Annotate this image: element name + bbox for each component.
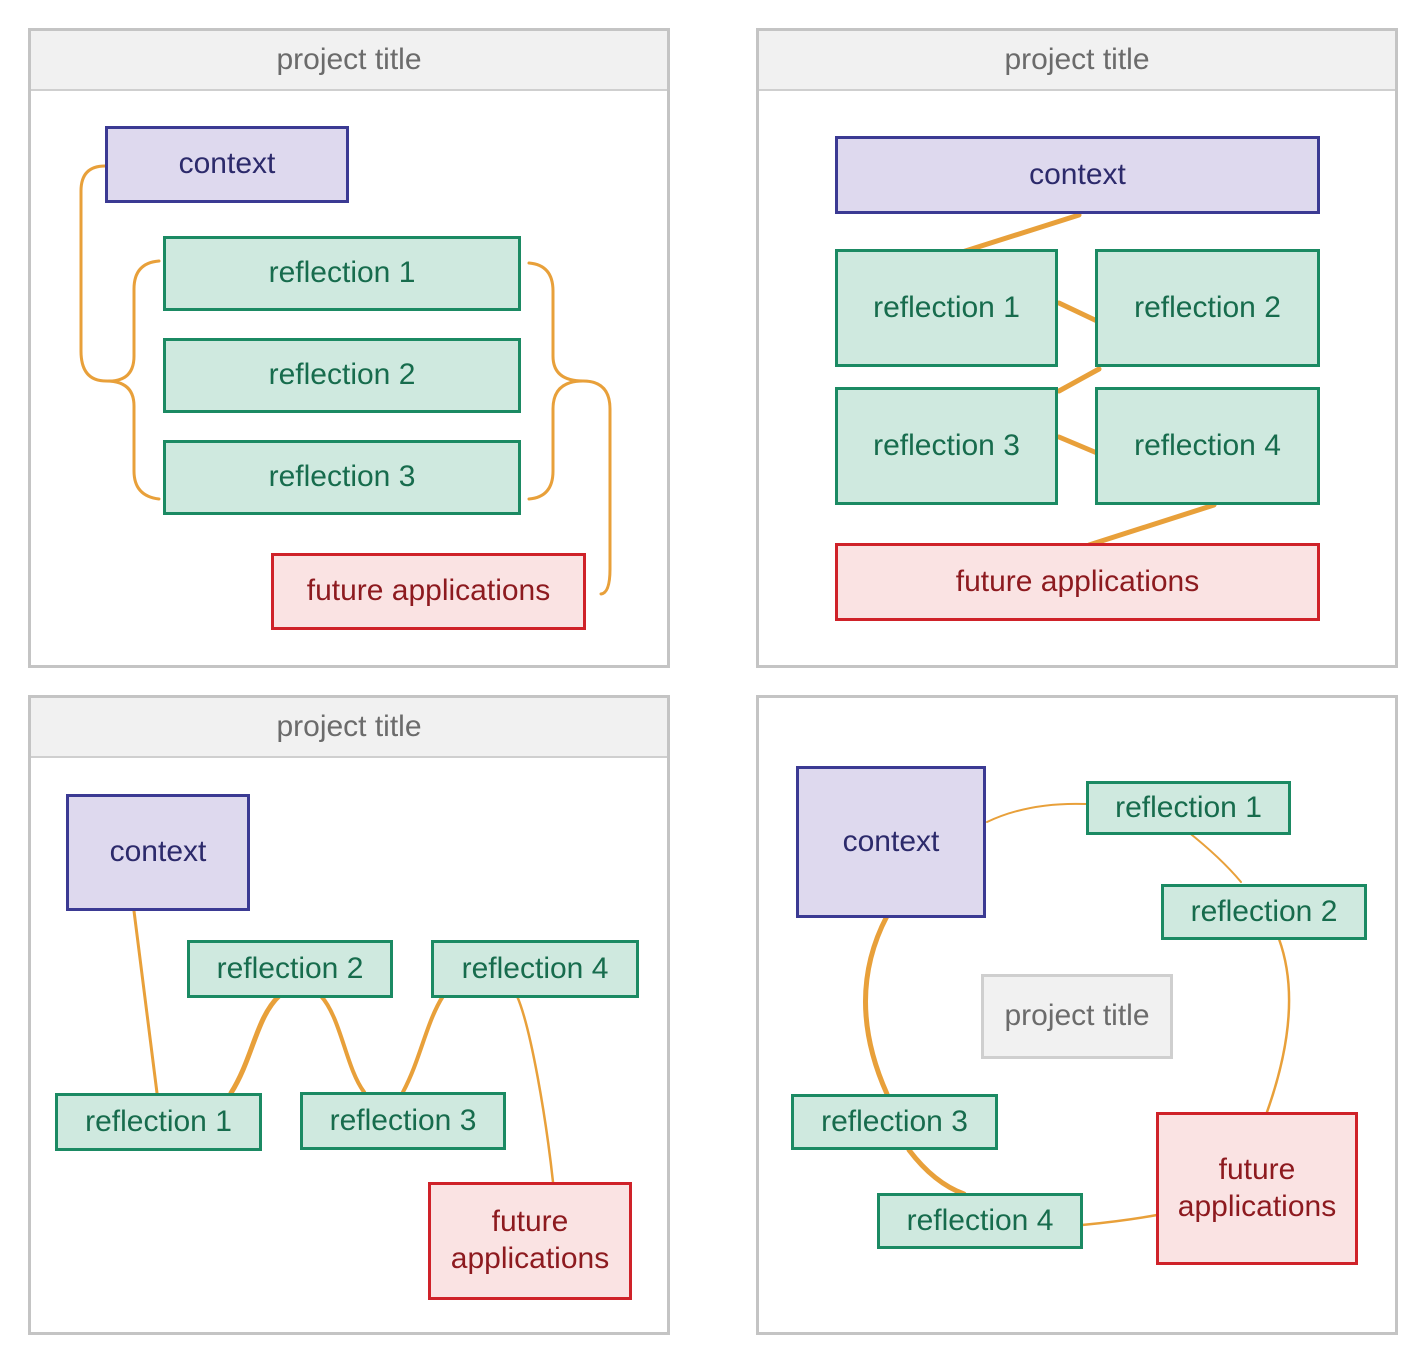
context-box: context	[105, 126, 349, 203]
connector-reflection2-future	[1265, 937, 1291, 1114]
panel-chain-layout: project title context reflection 1 refle…	[756, 28, 1398, 668]
reflection-box: reflection 3	[791, 1094, 998, 1150]
reflection-box: reflection 4	[877, 1193, 1083, 1249]
panel-wave-layout: project title context reflection 1 refle…	[28, 695, 670, 1335]
connector-reflection1-reflection2	[228, 993, 282, 1096]
connector-reflection4-future	[1086, 502, 1217, 548]
reflection-box: reflection 4	[1095, 387, 1320, 505]
brace-reflections-right	[527, 261, 612, 596]
reflection-box: reflection 1	[835, 249, 1058, 367]
brace-reflections-right-lower	[527, 379, 585, 501]
reflection-box: reflection 4	[431, 940, 639, 998]
connector-context-reflection1	[986, 802, 1087, 823]
future-applications-box: future applications	[271, 553, 586, 630]
brace-reflections-left	[107, 259, 161, 383]
panel-braces-layout: project title context reflection 1 refle…	[28, 28, 670, 668]
connector-reflection4-future	[1080, 1213, 1159, 1227]
connector-reflection2-reflection3	[1056, 366, 1102, 394]
reflection-box: reflection 1	[163, 236, 521, 311]
future-applications-box: future applications	[1156, 1112, 1358, 1265]
reflection-box: reflection 2	[163, 338, 521, 413]
connector-context-reflection1	[132, 909, 159, 1095]
future-applications-box: future applications	[835, 543, 1320, 621]
connector-reflection4-future	[515, 994, 555, 1184]
reflection-box: reflection 3	[163, 440, 521, 515]
context-box: context	[796, 766, 986, 918]
reflection-box: reflection 1	[1086, 781, 1291, 835]
connector-reflection3-reflection4	[906, 1147, 967, 1197]
context-box: context	[66, 794, 250, 911]
reflection-box: reflection 2	[187, 940, 393, 998]
connector-context-reflection1	[956, 212, 1082, 256]
panel-title: project title	[759, 31, 1395, 91]
connector-reflection1-reflection2	[1056, 300, 1100, 324]
panel-title: project title	[981, 974, 1173, 1059]
connector-context-reflection3	[863, 913, 890, 1097]
connector-reflection1-reflection2	[1186, 830, 1242, 883]
reflection-box: reflection 1	[55, 1093, 262, 1151]
reflection-box: reflection 2	[1095, 249, 1320, 367]
context-box: context	[835, 136, 1320, 214]
future-applications-box: future applications	[428, 1182, 632, 1300]
connector-reflection3-reflection4	[401, 994, 445, 1094]
panel-circle-layout: context reflection 1 reflection 2 projec…	[756, 695, 1398, 1335]
brace-context-to-reflections	[79, 164, 161, 501]
panel-title: project title	[31, 31, 667, 91]
panel-title: project title	[31, 698, 667, 758]
reflection-box: reflection 3	[300, 1092, 506, 1150]
reflection-box: reflection 3	[835, 387, 1058, 505]
reflection-box: reflection 2	[1161, 884, 1367, 940]
connector-reflection2-reflection3	[319, 994, 366, 1094]
connector-reflection3-reflection4	[1056, 434, 1100, 456]
